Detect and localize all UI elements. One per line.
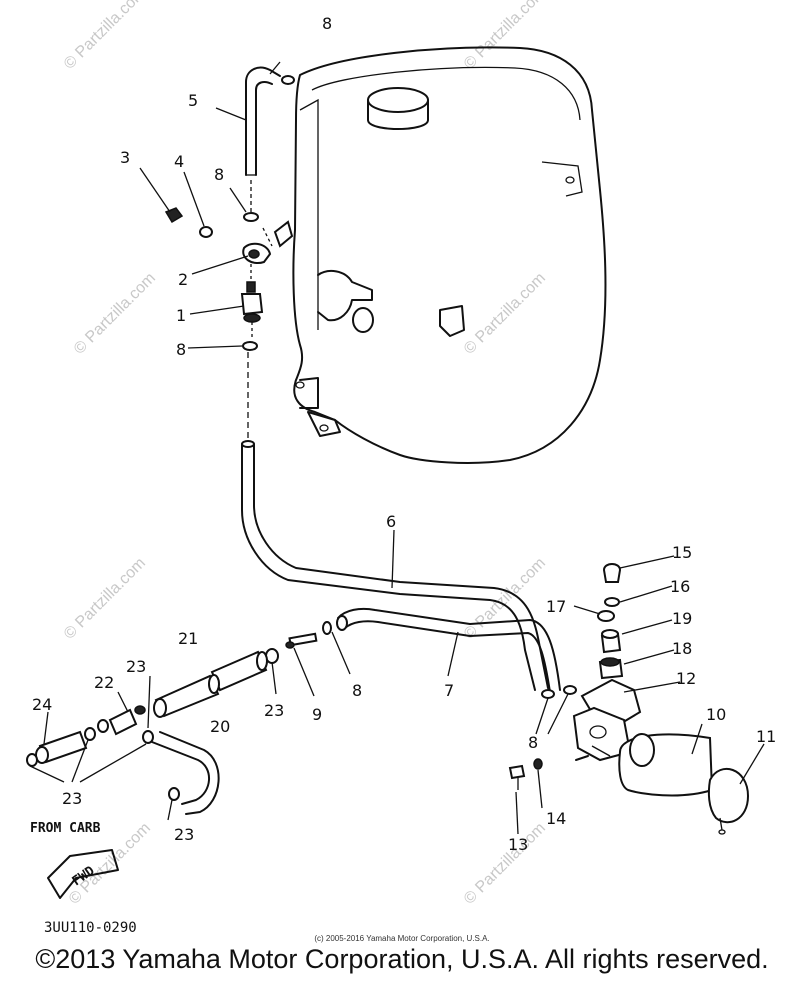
callout-numbers: 8 5 3 4 8 2 1 8 6 21 23 22 24 20 7 8 9 2… bbox=[32, 14, 776, 854]
callout-1: 1 bbox=[176, 306, 186, 325]
watermark: © Partzilla.com bbox=[71, 270, 159, 358]
vent-fittings-drawing bbox=[164, 207, 272, 438]
callout-21: 21 bbox=[178, 629, 198, 648]
vent-hose-drawing bbox=[243, 66, 295, 248]
callout-10: 10 bbox=[706, 705, 726, 724]
callout-5: 5 bbox=[188, 91, 198, 110]
callout-15: 15 bbox=[672, 543, 692, 562]
watermark: © Partzilla.com bbox=[461, 820, 549, 908]
watermark: © Partzilla.com bbox=[461, 270, 549, 358]
callout-24: 24 bbox=[32, 695, 52, 714]
callout-2: 2 bbox=[178, 270, 188, 289]
callout-8: 8 bbox=[528, 733, 538, 752]
hose-21-drawing bbox=[153, 650, 268, 718]
callout-9: 9 bbox=[312, 705, 322, 724]
callout-12: 12 bbox=[676, 669, 696, 688]
fitting-9-drawing bbox=[265, 632, 318, 664]
watermark: © Partzilla.com bbox=[61, 0, 149, 73]
fuel-pump-drawing bbox=[572, 563, 750, 835]
callout-17: 17 bbox=[546, 597, 566, 616]
fuel-hose-6-drawing bbox=[241, 440, 549, 691]
callout-23: 23 bbox=[264, 701, 284, 720]
watermark: © Partzilla.com bbox=[461, 0, 549, 73]
watermark: © Partzilla.com bbox=[61, 555, 149, 643]
callout-7: 7 bbox=[444, 681, 454, 700]
callout-6: 6 bbox=[386, 512, 396, 531]
callout-3: 3 bbox=[120, 148, 130, 167]
hose-20-drawing bbox=[151, 731, 220, 815]
callout-20: 20 bbox=[210, 717, 230, 736]
copyright-notice: ©2013 Yamaha Motor Corporation, U.S.A. A… bbox=[35, 944, 769, 974]
callout-11: 11 bbox=[756, 727, 776, 746]
fuel-cap-drawing bbox=[367, 87, 429, 113]
callout-14: 14 bbox=[546, 809, 566, 828]
callout-4: 4 bbox=[174, 152, 184, 171]
callout-23: 23 bbox=[174, 825, 194, 844]
callout-8: 8 bbox=[214, 165, 224, 184]
callout-22: 22 bbox=[94, 673, 114, 692]
filter-hoses-drawing bbox=[26, 705, 154, 767]
callout-19: 19 bbox=[672, 609, 692, 628]
callout-13: 13 bbox=[508, 835, 528, 854]
callout-23: 23 bbox=[126, 657, 146, 676]
fuel-hose-7-drawing bbox=[322, 607, 577, 699]
leader-lines bbox=[29, 61, 765, 835]
callout-18: 18 bbox=[672, 639, 692, 658]
fuel-tank-drawing bbox=[292, 46, 607, 464]
callout-8: 8 bbox=[176, 340, 186, 359]
callout-16: 16 bbox=[670, 577, 690, 596]
part-number: 3UU110-0290 bbox=[44, 920, 137, 936]
from-carb-label: FROM CARB bbox=[30, 821, 101, 836]
callout-8: 8 bbox=[352, 681, 362, 700]
callout-23: 23 bbox=[62, 789, 82, 808]
bolts-drawing bbox=[508, 758, 543, 790]
fine-print: (c) 2005-2016 Yamaha Motor Corporation, … bbox=[314, 934, 489, 943]
callout-8: 8 bbox=[322, 14, 332, 33]
watermarks: © Partzilla.com © Partzilla.com © Partzi… bbox=[61, 0, 549, 908]
